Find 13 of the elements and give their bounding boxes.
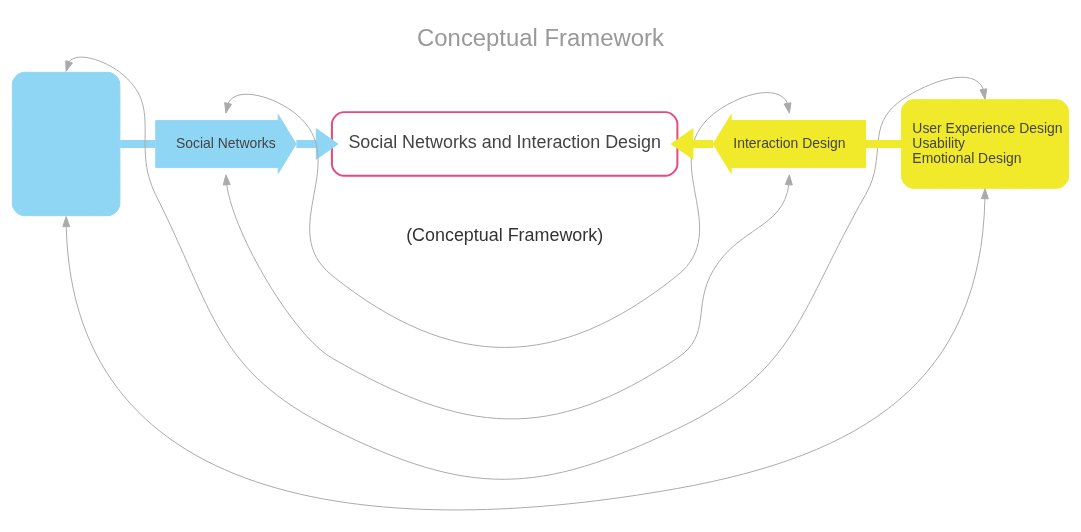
- arrow: [670, 127, 714, 160]
- arrow: [296, 127, 339, 160]
- arrow: [62, 187, 989, 510]
- node-box: Social Networks and Interaction Design: [330, 110, 679, 177]
- connector: [120, 139, 156, 148]
- caption: (Conceptual Framework): [406, 224, 604, 245]
- node-box: User Experience Design Usability Emotional Design: [900, 98, 1070, 189]
- arrow: [224, 91, 792, 348]
- node-box: [11, 71, 121, 216]
- arrow: [222, 173, 793, 419]
- connector: [865, 139, 902, 148]
- diagram-title: Conceptual Framework: [417, 23, 664, 51]
- arrow: [65, 56, 988, 480]
